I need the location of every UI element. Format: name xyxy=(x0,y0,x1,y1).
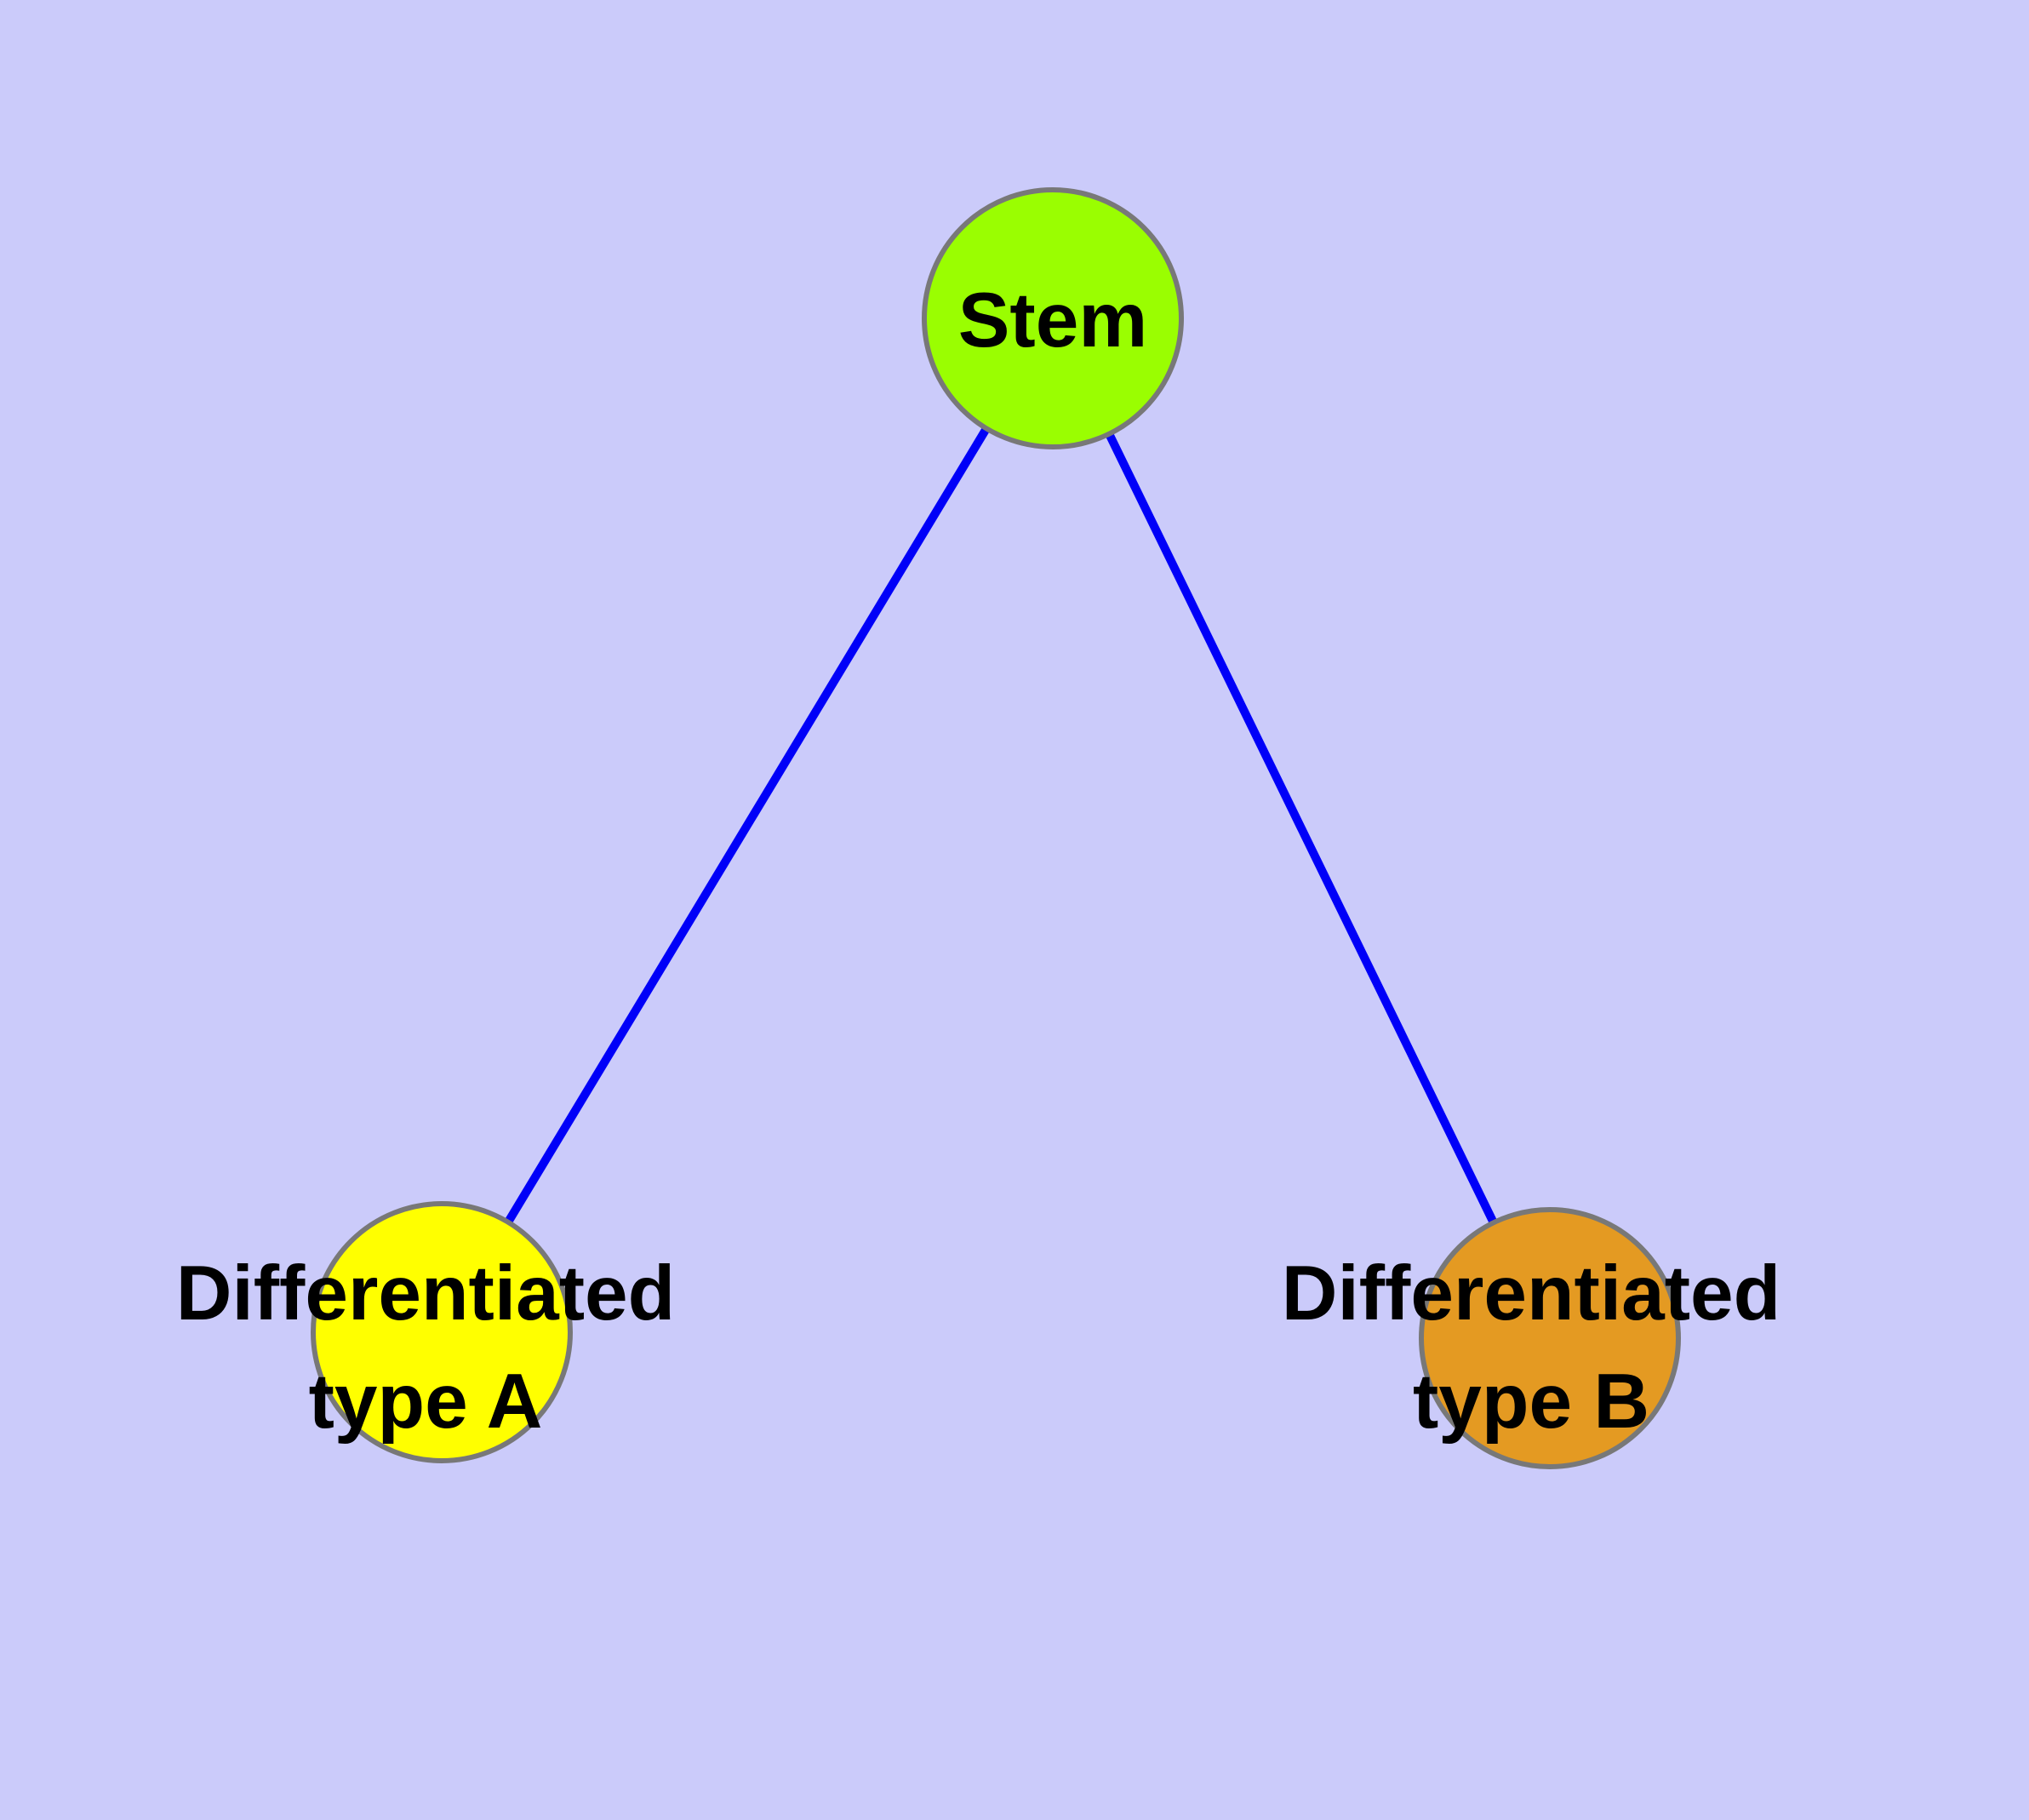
edge-stem-to-type-a xyxy=(437,316,1057,1335)
node-type-b-label-line1: Differentiated xyxy=(1282,1251,1781,1336)
node-type-b-circle xyxy=(1419,1207,1681,1469)
node-type-a-label-line1: Differentiated xyxy=(176,1251,676,1336)
node-stem-circle xyxy=(922,187,1184,449)
edge-stem-to-type-b xyxy=(1049,316,1554,1341)
node-type-b-label-line2: type B xyxy=(1413,1359,1649,1445)
node-stem-label: Stem xyxy=(958,278,1148,363)
node-type-a-label-line2: type A xyxy=(309,1359,543,1445)
node-type-a-circle xyxy=(311,1201,573,1463)
